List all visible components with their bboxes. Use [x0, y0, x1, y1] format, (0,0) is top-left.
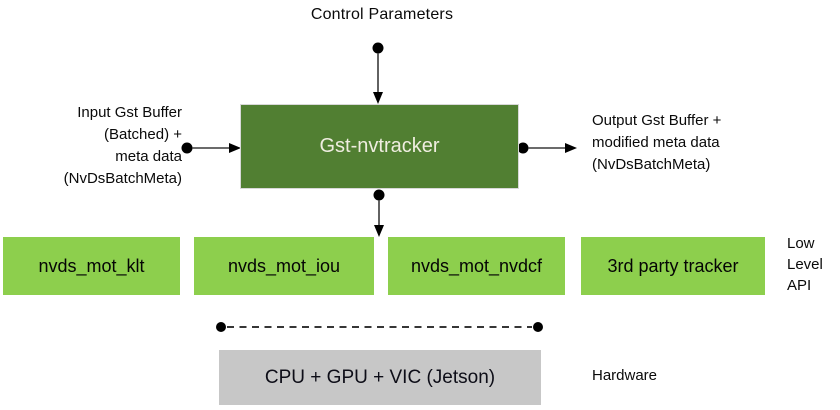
dashed-line-right-dot — [533, 322, 543, 332]
output-origin-dot — [517, 142, 529, 154]
control-params-origin-dot — [372, 42, 384, 54]
low-level-block-nvds-mot-iou: nvds_mot_iou — [194, 237, 374, 295]
dashed-line-left-dot — [216, 322, 226, 332]
low-level-block-nvds-mot-klt: nvds_mot_klt — [3, 237, 180, 295]
gst-nvtracker-block: Gst-nvtracker — [240, 104, 519, 189]
input-origin-dot — [181, 142, 193, 154]
hardware-block: CPU + GPU + VIC (Jetson) — [219, 350, 541, 405]
hardware-label: Hardware — [592, 367, 658, 384]
lowlevel-origin-dot — [373, 189, 385, 201]
low-level-block-nvds-mot-nvdcf: nvds_mot_nvdcf — [388, 237, 565, 295]
input-buffer-label: Input Gst Buffer (Batched) + meta data (… — [63, 104, 182, 187]
output-arrowhead-icon — [565, 143, 577, 153]
control-params-arrowhead-icon — [373, 92, 383, 104]
low-level-api-label: Low Level API — [787, 235, 823, 294]
output-buffer-label: Output Gst Buffer + modified meta data (… — [592, 112, 722, 173]
low-level-block-3rd-party-tracker: 3rd party tracker — [581, 237, 765, 295]
lowlevel-arrowhead-icon — [374, 225, 384, 237]
control-parameters-label: Control Parameters — [310, 6, 454, 23]
